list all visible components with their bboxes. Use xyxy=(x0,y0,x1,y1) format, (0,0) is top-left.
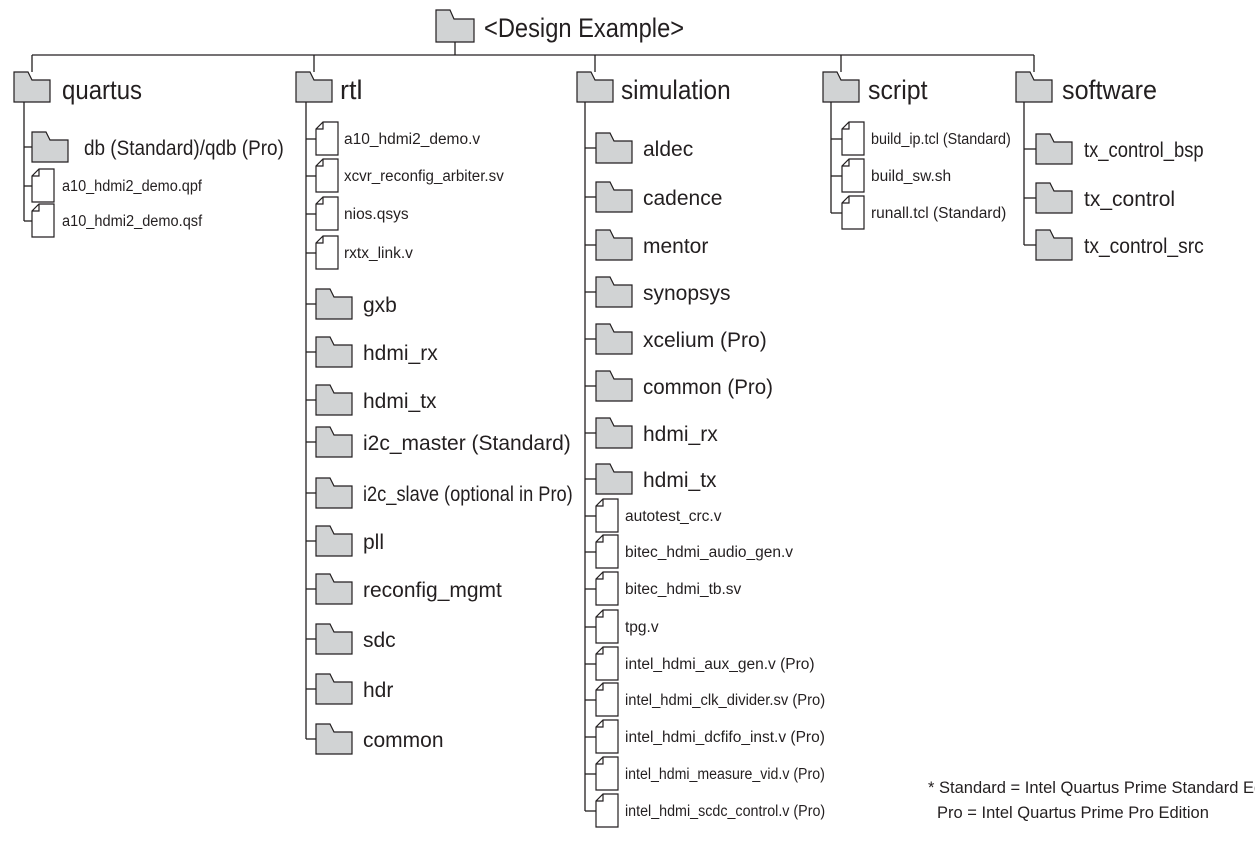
folder-icon xyxy=(595,276,633,308)
folder-icon xyxy=(1035,229,1073,261)
file-build-ip-tcl-standard: build_ip.tcl (Standard) xyxy=(871,131,1011,148)
folder-icon xyxy=(435,9,475,43)
folder-icon xyxy=(595,417,633,449)
file-intel-hdmi-dcfifo-inst-v-pro: intel_hdmi_dcfifo_inst.v (Pro) xyxy=(625,729,825,746)
subfolder-common-pro: common (Pro) xyxy=(643,375,773,399)
file-icon xyxy=(315,235,339,270)
folder-icon xyxy=(595,132,633,164)
folder-icon xyxy=(315,288,353,320)
subfolder-hdmi-rx: hdmi_rx xyxy=(643,422,718,446)
subfolder-hdmi-tx: hdmi_tx xyxy=(363,389,437,413)
folder-script: script xyxy=(868,74,928,105)
subfolder-hdmi-rx: hdmi_rx xyxy=(363,341,438,365)
file-icon xyxy=(595,793,619,828)
file-icon xyxy=(595,682,619,717)
folder-rtl: rtl xyxy=(340,74,363,105)
folder-icon xyxy=(1035,182,1073,214)
subfolder-hdmi-tx: hdmi_tx xyxy=(643,468,717,492)
file-a10-hdmi2-demo-qpf: a10_hdmi2_demo.qpf xyxy=(62,178,202,195)
file-intel-hdmi-clk-divider-sv-pro: intel_hdmi_clk_divider.sv (Pro) xyxy=(625,692,826,709)
file-icon xyxy=(595,534,619,569)
subfolder-common: common xyxy=(363,728,444,752)
legend-standard: * Standard = Intel Quartus Prime Standar… xyxy=(928,779,1255,797)
folder-quartus: quartus xyxy=(62,74,143,105)
folder-icon xyxy=(315,525,353,557)
subfolder-aldec: aldec xyxy=(643,137,694,161)
subfolder-cadence: cadence xyxy=(643,186,723,210)
file-runall-tcl-standard: runall.tcl (Standard) xyxy=(871,205,1007,222)
folder-icon xyxy=(595,181,633,213)
subfolder-i2c-slave-optional-in-pro: i2c_slave (optional in Pro) xyxy=(363,482,573,506)
file-icon xyxy=(595,498,619,533)
subfolder-xcelium-pro: xcelium (Pro) xyxy=(643,328,767,352)
file-icon xyxy=(595,609,619,644)
folder-icon xyxy=(13,71,51,103)
file-icon xyxy=(595,719,619,754)
folder-icon xyxy=(315,384,353,416)
subfolder-tx-control-bsp: tx_control_bsp xyxy=(1084,138,1204,162)
subfolder-mentor: mentor xyxy=(643,234,709,258)
file-intel-hdmi-measure-vid-v-pro: intel_hdmi_measure_vid.v (Pro) xyxy=(625,766,825,783)
legend-pro: Pro = Intel Quartus Prime Pro Edition xyxy=(937,804,1209,822)
file-icon xyxy=(315,121,339,156)
file-bitec-hdmi-audio-gen-v: bitec_hdmi_audio_gen.v xyxy=(625,544,794,561)
file-intel-hdmi-scdc-control-v-pro: intel_hdmi_scdc_control.v (Pro) xyxy=(625,803,826,820)
subfolder-gxb: gxb xyxy=(363,293,397,317)
folder-icon xyxy=(315,623,353,655)
file-build-sw-sh: build_sw.sh xyxy=(871,168,952,185)
subfolder-sdc: sdc xyxy=(363,628,396,652)
folder-icon xyxy=(595,463,633,495)
subfolder-reconfig-mgmt: reconfig_mgmt xyxy=(363,578,502,602)
folder-icon xyxy=(295,71,333,103)
folder-icon xyxy=(595,323,633,355)
folder-icon xyxy=(822,71,860,103)
folder-icon xyxy=(595,229,633,261)
file-tpg-v: tpg.v xyxy=(625,619,659,636)
folder-icon xyxy=(315,673,353,705)
file-icon xyxy=(31,203,55,238)
folder-icon xyxy=(315,573,353,605)
subfolder-pll: pll xyxy=(363,530,385,554)
subfolder-hdr: hdr xyxy=(363,678,394,702)
file-autotest-crc-v: autotest_crc.v xyxy=(625,508,722,525)
file-a10-hdmi2-demo-v: a10_hdmi2_demo.v xyxy=(344,131,481,148)
folder-icon xyxy=(1015,71,1053,103)
folder-icon xyxy=(315,723,353,755)
file-bitec-hdmi-tb-sv: bitec_hdmi_tb.sv xyxy=(625,581,742,598)
subfolder-synopsys: synopsys xyxy=(643,281,731,305)
file-icon xyxy=(31,168,55,203)
folder-simulation: simulation xyxy=(621,74,731,105)
folder-icon xyxy=(315,426,353,458)
folder-icon xyxy=(315,477,353,509)
folder-icon xyxy=(1035,133,1073,165)
folder-icon xyxy=(315,336,353,368)
folder-icon xyxy=(31,131,69,163)
file-icon xyxy=(841,195,865,230)
subfolder-tx-control: tx_control xyxy=(1084,187,1176,211)
file-a10-hdmi2-demo-qsf: a10_hdmi2_demo.qsf xyxy=(62,213,203,230)
subfolder-db-standard-qdb-pro: db (Standard)/qdb (Pro) xyxy=(84,136,284,160)
root-label: <Design Example> xyxy=(484,12,685,43)
file-xcvr-reconfig-arbiter-sv: xcvr_reconfig_arbiter.sv xyxy=(344,168,504,185)
file-icon xyxy=(595,756,619,791)
file-nios-qsys: nios.qsys xyxy=(344,206,409,223)
file-icon xyxy=(595,646,619,681)
file-icon xyxy=(841,121,865,156)
folder-icon xyxy=(595,370,633,402)
file-intel-hdmi-aux-gen-v-pro: intel_hdmi_aux_gen.v (Pro) xyxy=(625,656,815,673)
folder-software: software xyxy=(1062,74,1158,105)
subfolder-i2c-master-standard: i2c_master (Standard) xyxy=(363,431,571,455)
file-icon xyxy=(315,158,339,193)
file-rxtx-link-v: rxtx_link.v xyxy=(344,245,413,262)
folder-icon xyxy=(576,71,614,103)
file-icon xyxy=(315,196,339,231)
file-icon xyxy=(841,158,865,193)
subfolder-tx-control-src: tx_control_src xyxy=(1084,234,1204,258)
file-icon xyxy=(595,571,619,606)
